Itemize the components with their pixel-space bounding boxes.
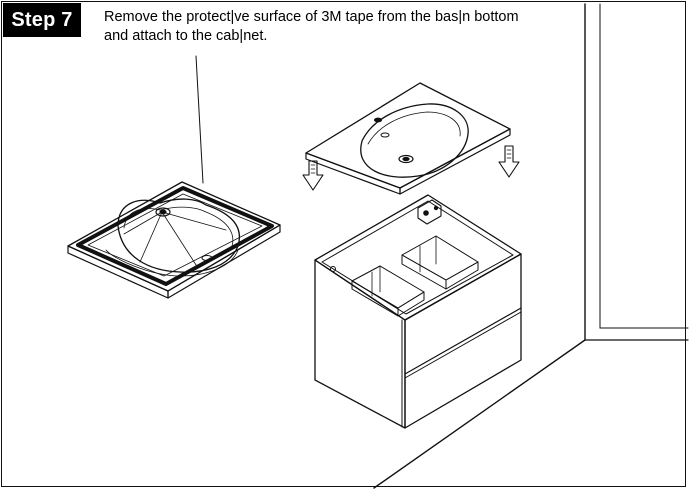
room-corner	[373, 3, 689, 489]
step-label: Step 7	[11, 8, 73, 31]
down-arrow-icon	[498, 145, 520, 178]
basin-top	[305, 82, 511, 195]
cabinet	[314, 194, 522, 429]
instruction-line-1: Remove the protect|ve surface of 3M tape…	[104, 9, 519, 25]
instruction-text: Remove the protect|ve surface of 3M tape…	[104, 8, 574, 46]
tape-strip	[76, 186, 274, 286]
basin-upside-down	[67, 181, 281, 299]
step-badge: Step 7	[3, 3, 81, 37]
instruction-line-2: and attach to the cab|net.	[104, 28, 268, 44]
leader-line	[195, 55, 204, 184]
down-arrow-icon	[302, 160, 324, 191]
mounting-bracket	[417, 199, 442, 225]
